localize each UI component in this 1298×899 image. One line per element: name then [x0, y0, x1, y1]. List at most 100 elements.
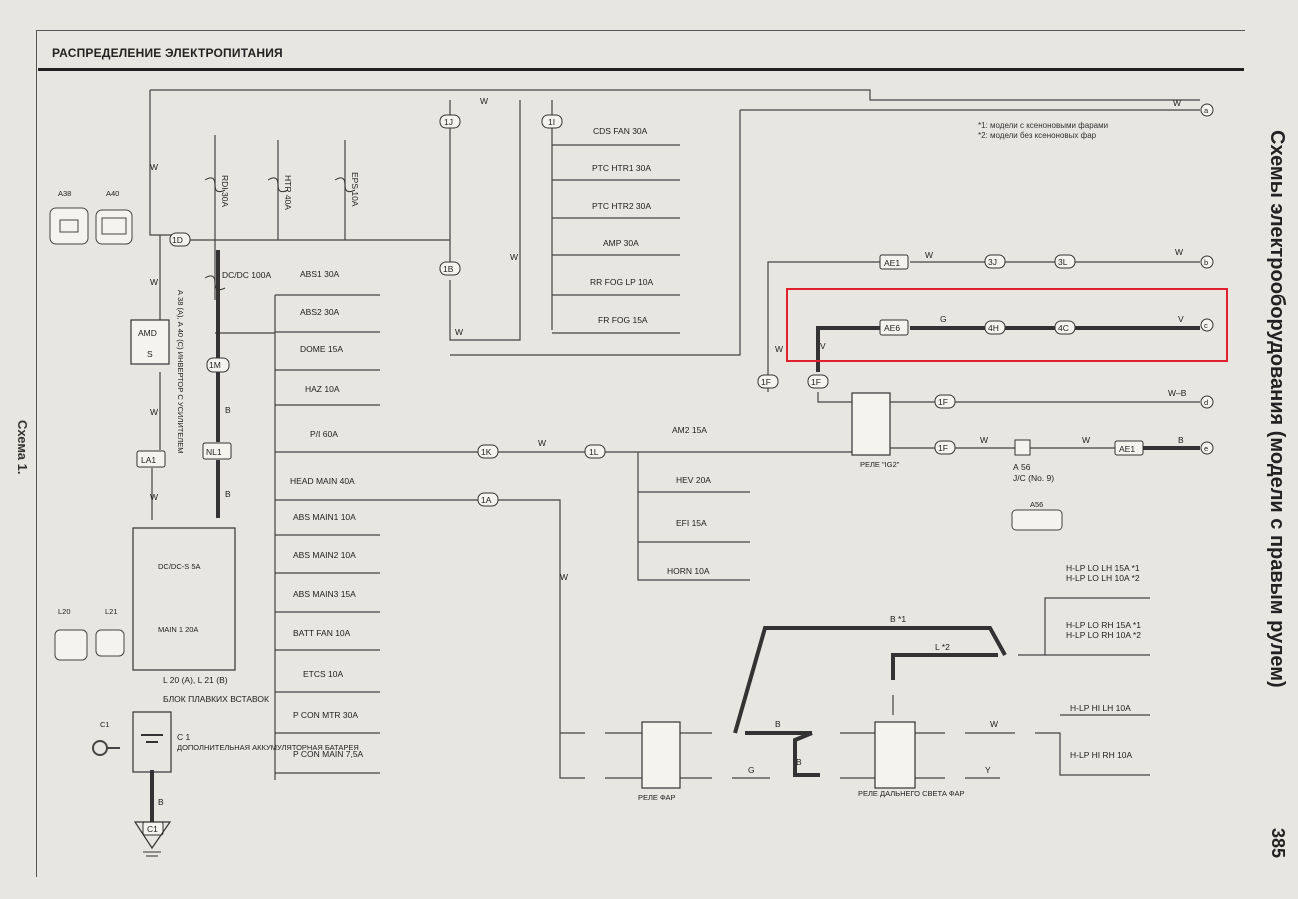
svg-text:MAIN 1 20A: MAIN 1 20A: [158, 625, 198, 634]
connector-1M[interactable]: 1M: [206, 357, 230, 373]
svg-text:L20: L20: [58, 607, 71, 616]
connector-1I[interactable]: 1I: [541, 114, 563, 129]
svg-text:RR FOG LP 10A: RR FOG LP 10A: [590, 277, 653, 287]
svg-text:B: B: [1178, 435, 1184, 445]
svg-text:HAZ 10A: HAZ 10A: [305, 384, 340, 394]
svg-text:4C: 4C: [1058, 323, 1069, 333]
footnote-2: *2: модели без ксеноновых фар: [978, 131, 1097, 140]
svg-text:С 1: С 1: [177, 732, 191, 742]
svg-text:РЕЛЕ ДАЛЬНЕГО СВЕТА ФАР: РЕЛЕ ДАЛЬНЕГО СВЕТА ФАР: [858, 789, 964, 798]
svg-text:A40: A40: [106, 189, 119, 198]
svg-text:B: B: [225, 489, 231, 499]
svg-text:1J: 1J: [444, 117, 453, 127]
svg-text:HEAD MAIN 40A: HEAD MAIN 40A: [290, 476, 355, 486]
footnotes: *1: модели с ксеноновыми фарами *2: моде…: [978, 121, 1108, 141]
svg-text:W: W: [150, 277, 158, 287]
svg-text:РЕЛЕ ФАР: РЕЛЕ ФАР: [638, 793, 676, 802]
svg-text:1B: 1B: [443, 264, 454, 274]
svg-text:H-LP LO RH 10A *2: H-LP LO RH 10A *2: [1066, 630, 1141, 640]
svg-text:L21: L21: [105, 607, 118, 616]
connector-LA1[interactable]: LA1: [136, 450, 166, 468]
battery[interactable]: [132, 711, 172, 773]
svg-text:EPS 10A: EPS 10A: [350, 172, 360, 207]
svg-text:1F: 1F: [811, 377, 821, 387]
svg-text:1D: 1D: [172, 235, 183, 245]
terminal-b[interactable]: b: [1200, 255, 1214, 269]
connector-1B[interactable]: 1B: [439, 261, 461, 276]
components: AMD S А 38 (А), А 40 (С) ИНВЕРТОР С УСИЛ…: [49, 189, 1063, 857]
connector-1D[interactable]: 1D: [169, 232, 191, 247]
svg-text:C1: C1: [100, 720, 110, 729]
svg-text:А 56: А 56: [1013, 462, 1031, 472]
svg-text:ABS MAIN3 15A: ABS MAIN3 15A: [293, 589, 356, 599]
svg-text:EFI 15A: EFI 15A: [676, 518, 707, 528]
fuse-labels: RDI 30A HTR 40A EPS 10A DC/DC 100A ABS1 …: [220, 126, 1141, 760]
title-rule: [38, 68, 1244, 71]
svg-text:HORN 10A: HORN 10A: [667, 566, 710, 576]
connector-NL1[interactable]: NL1: [202, 442, 232, 460]
amd-box[interactable]: AMD S: [130, 319, 170, 365]
connectors: 1J 1I 1D 1B 1M NL1 LA1 1K 1L 1A AE1 3J 3…: [136, 114, 1144, 836]
svg-text:W: W: [510, 252, 518, 262]
svg-text:DC/DC-S 5A: DC/DC-S 5A: [158, 562, 201, 571]
relay-high-beam[interactable]: [874, 721, 916, 789]
svg-text:b: b: [1204, 258, 1208, 267]
fuse-block[interactable]: DC/DC-S 5A MAIN 1 20A: [132, 527, 236, 671]
svg-text:B: B: [796, 757, 802, 767]
terminal-e[interactable]: e: [1200, 441, 1214, 455]
relay-ig2[interactable]: [851, 392, 891, 456]
svg-text:Y: Y: [985, 765, 991, 775]
connector-3J[interactable]: 3J: [984, 254, 1006, 269]
svg-text:c: c: [1204, 321, 1208, 330]
svg-text:H-LP HI LH 10A: H-LP HI LH 10A: [1070, 703, 1131, 713]
svg-text:3J: 3J: [988, 257, 997, 267]
svg-text:1I: 1I: [548, 117, 555, 127]
svg-text:HEV 20A: HEV 20A: [676, 475, 711, 485]
connector-1F-left[interactable]: 1F: [757, 374, 779, 389]
connector-1L[interactable]: 1L: [584, 444, 606, 459]
terminal-c[interactable]: c: [1200, 318, 1214, 332]
svg-text:C1: C1: [147, 824, 158, 834]
connector-1F-d[interactable]: 1F: [934, 394, 956, 409]
svg-text:G: G: [748, 765, 755, 775]
svg-text:DOME 15A: DOME 15A: [300, 344, 343, 354]
relay-headlamp[interactable]: [641, 721, 681, 789]
connector-3L[interactable]: 3L: [1054, 254, 1076, 269]
connector-C1[interactable]: C1: [142, 821, 164, 836]
terminals: a b c d e: [1200, 103, 1214, 455]
connector-4C[interactable]: 4C: [1054, 320, 1076, 335]
connector-AE6[interactable]: AE6: [879, 319, 909, 336]
connector-1F-e[interactable]: 1F: [934, 440, 956, 455]
connector-1K[interactable]: 1K: [477, 444, 499, 459]
terminal-a[interactable]: a: [1200, 103, 1214, 117]
connector-1A[interactable]: 1A: [477, 492, 499, 507]
svg-text:HTR 40A: HTR 40A: [283, 175, 293, 210]
svg-text:1F: 1F: [938, 397, 948, 407]
svg-text:B: B: [775, 719, 781, 729]
connector-1J[interactable]: 1J: [439, 114, 461, 129]
svg-text:ABS MAIN1 10A: ABS MAIN1 10A: [293, 512, 356, 522]
connector-1F-right[interactable]: 1F: [807, 374, 829, 389]
connector-4H[interactable]: 4H: [984, 320, 1006, 335]
connector-l21-icon: [95, 629, 125, 657]
junction-a56[interactable]: [1014, 439, 1031, 456]
svg-text:LA1: LA1: [141, 455, 156, 465]
svg-text:V: V: [820, 341, 826, 351]
svg-text:FR FOG 15A: FR FOG 15A: [598, 315, 648, 325]
svg-text:ABS2 30A: ABS2 30A: [300, 307, 340, 317]
svg-text:3L: 3L: [1058, 257, 1068, 267]
svg-text:AE1: AE1: [884, 258, 900, 268]
terminal-d[interactable]: d: [1200, 395, 1214, 409]
connector-AE1-bottom[interactable]: AE1: [1114, 440, 1144, 456]
connector-AE1-top[interactable]: AE1: [879, 254, 909, 270]
svg-text:W: W: [480, 96, 488, 106]
svg-text:L 20 (A), L 21 (B): L 20 (A), L 21 (B): [163, 675, 228, 685]
highlight-box: [786, 288, 1228, 362]
svg-text:1K: 1K: [481, 447, 492, 457]
connector-a38-icon: [49, 207, 89, 245]
svg-text:H-LP LO RH 15A *1: H-LP LO RH 15A *1: [1066, 620, 1141, 630]
svg-text:ABS1 30A: ABS1 30A: [300, 269, 340, 279]
svg-text:W: W: [925, 250, 933, 260]
svg-text:W: W: [455, 327, 463, 337]
